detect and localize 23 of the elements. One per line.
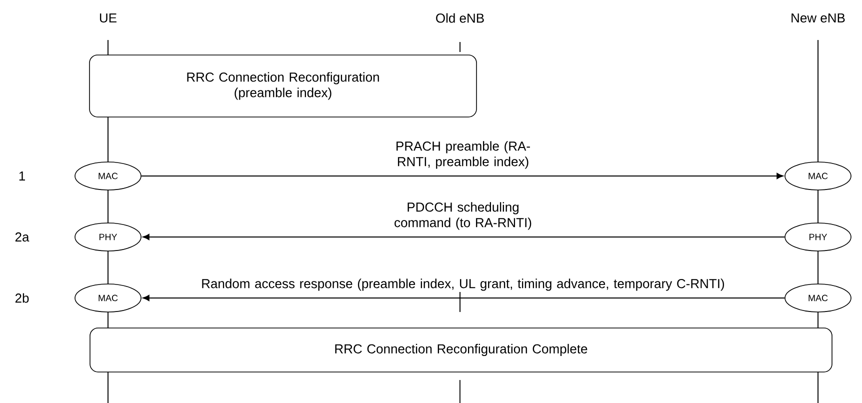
node-label: MAC — [808, 294, 828, 302]
arrow — [142, 294, 786, 302]
step-number: 2a — [15, 232, 30, 242]
step-number: 2b — [15, 293, 29, 303]
lifeline-heading: Old eNB — [436, 13, 484, 23]
node-label: PHY — [809, 234, 828, 240]
lifeline-heading: New eNB — [792, 13, 845, 23]
arrow — [142, 234, 786, 240]
message-box: RRC Connection Reconfiguration (preamble index) — [89, 54, 477, 118]
message-box: RRC Connection Reconfiguration Complete — [90, 328, 832, 372]
arrow — [140, 172, 784, 180]
protocol-layer-oval: MAC — [74, 284, 142, 312]
node-label: MAC — [808, 172, 828, 180]
protocol-layer-oval: MAC — [784, 284, 852, 312]
step-number: 1 — [19, 172, 25, 180]
protocol-layer-oval: MAC — [784, 162, 852, 190]
protocol-layer-oval: PHY — [784, 222, 852, 252]
edge-label: PDCCH scheduling command (to RA-RNTI) — [394, 202, 532, 230]
edge-label: Random access response (preamble index, UL grant, timing advance, temporary C-RNTI) — [202, 278, 724, 291]
edge-label: PRACH preamble (RA-RNTI, preamble index) — [396, 141, 530, 169]
protocol-layer-oval: MAC — [74, 162, 142, 190]
lifeline-heading: UE — [100, 13, 116, 23]
protocol-layer-oval: PHY — [74, 222, 142, 252]
